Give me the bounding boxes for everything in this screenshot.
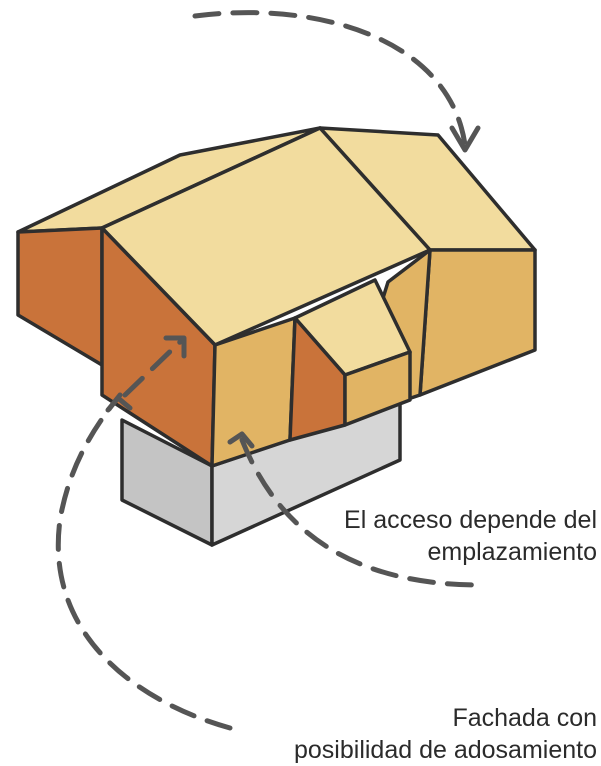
top-dashed-arc xyxy=(192,10,468,148)
access-annotation-line1: El acceso depende del xyxy=(344,506,597,534)
main-wall-side xyxy=(210,316,297,468)
top-arrowhead xyxy=(449,125,481,153)
entry-dashed-line xyxy=(122,339,183,398)
vestibule-wall-side xyxy=(343,350,412,427)
facade-annotation: Fachada con posibilidad de adosamiento xyxy=(294,702,597,766)
left-arrowhead xyxy=(105,395,133,413)
lower-dashed-arc xyxy=(239,437,483,588)
lower-arrowhead xyxy=(227,431,255,449)
right-wing-wall xyxy=(418,248,537,397)
facade-annotation-line1: Fachada con xyxy=(452,704,597,732)
entry-arrowhead xyxy=(163,335,187,359)
left-dashed-arc xyxy=(55,392,233,731)
access-annotation: El acceso depende del emplazamiento xyxy=(344,504,597,568)
access-annotation-line2: emplazamiento xyxy=(427,538,597,566)
facade-annotation-line2: posibilidad de adosamiento xyxy=(294,736,597,764)
left-wing-wall xyxy=(16,226,104,367)
